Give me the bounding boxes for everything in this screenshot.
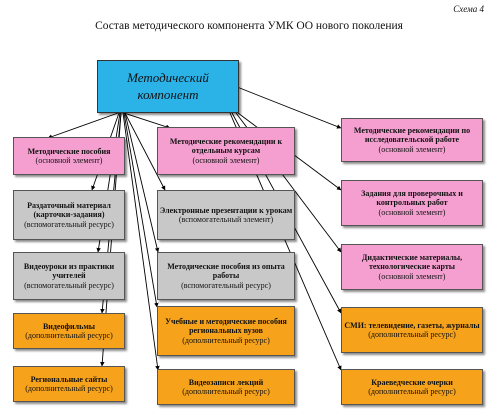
left-box-2-type: (вспомогательный ресурс) bbox=[24, 219, 114, 229]
right-box-1-type: (основной элемент) bbox=[378, 144, 446, 154]
middle-box-5: Видеозаписи лекций(дополнительный ресурс… bbox=[157, 369, 295, 405]
right-box-5-name: Краеведческие очерки bbox=[371, 377, 453, 387]
middle-box-2: Электронные презентации к урокам(вспомог… bbox=[157, 190, 295, 240]
left-box-3: Видеоуроки из практики учителей(вспомога… bbox=[13, 252, 125, 300]
right-box-5: Краеведческие очерки(дополнительный ресу… bbox=[341, 369, 483, 405]
root-box: Методический компонент bbox=[97, 60, 239, 113]
right-box-1-name: Методические рекомендации по исследовате… bbox=[353, 126, 471, 145]
middle-box-4: Учебные и методические пособия региональ… bbox=[157, 306, 295, 356]
arrow-to-middle-2 bbox=[124, 112, 166, 191]
middle-box-5-type: (дополнительный ресурс) bbox=[182, 387, 270, 396]
left-box-1-name: Методические пособия bbox=[27, 146, 111, 156]
left-box-1-type: (основной элемент) bbox=[35, 156, 103, 165]
middle-box-3-name: Методические пособия из опыта работы bbox=[167, 262, 285, 281]
right-box-2-name: Задания для проверочных и контрольных ра… bbox=[361, 189, 463, 208]
middle-box-5-name: Видеозаписи лекций bbox=[188, 377, 264, 387]
middle-box-2-type: (вспомогательный элемент) bbox=[178, 215, 274, 224]
right-box-1: Методические рекомендации по исследовате… bbox=[341, 118, 483, 162]
diagram-title: Состав методического компонента УМК ОО н… bbox=[95, 20, 403, 32]
root-line-2: компонент bbox=[137, 86, 199, 102]
left-box-5: Региональные сайты(дополнительный ресурс… bbox=[13, 366, 125, 402]
right-box-2: Задания для проверочных и контрольных ра… bbox=[341, 180, 483, 226]
left-box-3-type: (вспомогательный ресурс) bbox=[24, 280, 114, 290]
left-box-5-name: Региональные сайты bbox=[30, 374, 108, 384]
right-box-3-name: Дидактические материалы, технологические… bbox=[361, 253, 463, 272]
middle-box-2-name: Электронные презентации к урокам bbox=[159, 205, 293, 215]
right-box-5-type: (дополнительный ресурс) bbox=[368, 387, 456, 396]
arrow-to-middle-1 bbox=[123, 112, 171, 129]
right-box-2-type: (основной элемент) bbox=[378, 207, 446, 217]
middle-box-3: Методические пособия из опыта работы(всп… bbox=[157, 252, 295, 300]
right-box-4: СМИ: телевидение, газеты, журналы(дополн… bbox=[341, 307, 483, 353]
arrow-to-middle-3 bbox=[124, 112, 160, 253]
left-box-1: Методические пособия(основной элемент) bbox=[13, 137, 125, 175]
scheme-label: Схема 4 bbox=[453, 4, 484, 14]
left-box-4-name: Видеофильмы bbox=[42, 321, 96, 331]
middle-box-1: Методические рекомендации к отдельным ку… bbox=[157, 127, 295, 175]
middle-box-4-type: (дополнительный ресурс) bbox=[182, 335, 270, 345]
right-box-3: Дидактические материалы, технологические… bbox=[341, 244, 483, 290]
left-box-5-type: (дополнительный ресурс) bbox=[25, 384, 113, 393]
arrow-to-right-1 bbox=[231, 84, 342, 129]
middle-box-1-name: Методические рекомендации к отдельным ку… bbox=[169, 137, 283, 156]
middle-box-3-type: (вспомогательный ресурс) bbox=[181, 280, 271, 290]
left-box-4-type: (дополнительный ресурс) bbox=[25, 331, 113, 340]
middle-box-1-type: (основной элемент) bbox=[192, 155, 260, 165]
right-box-4-type: (дополнительный ресурс) bbox=[368, 330, 456, 339]
left-box-3-name: Видеоуроки из практики учителей bbox=[23, 262, 115, 281]
arrow-to-left-1 bbox=[47, 112, 119, 139]
left-box-2-name: Раздаточный материал (карточки-задания) bbox=[27, 201, 111, 220]
middle-box-4-name: Учебные и методические пособия региональ… bbox=[165, 317, 287, 336]
right-box-4-name: СМИ: телевидение, газеты, журналы bbox=[344, 320, 480, 330]
right-box-3-type: (основной элемент) bbox=[378, 271, 446, 281]
arrow-to-middle-5 bbox=[122, 112, 160, 371]
root-line-1: Методический bbox=[127, 70, 209, 86]
left-box-4: Видеофильмы(дополнительный ресурс) bbox=[13, 313, 125, 349]
arrow-to-middle-4 bbox=[123, 112, 159, 308]
left-box-2: Раздаточный материал (карточки-задания)(… bbox=[13, 190, 125, 240]
